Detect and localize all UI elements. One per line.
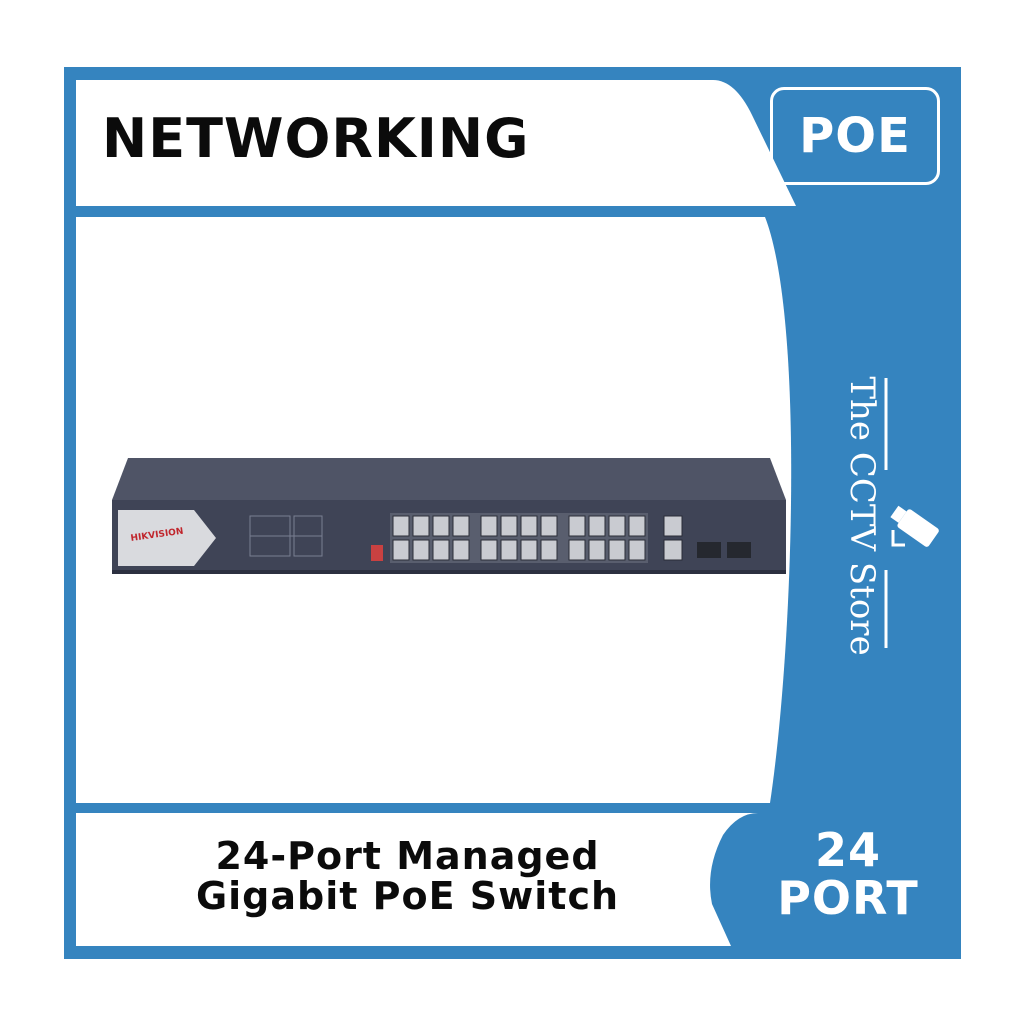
port-count: 24 (814, 823, 881, 877)
watermark-decor (884, 378, 939, 648)
port-label: PORT (777, 871, 919, 925)
poe-badge: POE (770, 87, 940, 185)
sfp-ports (697, 542, 751, 558)
product-name: 24-Port Managed Gigabit PoE Switch (150, 836, 665, 916)
page-title: NETWORKING (102, 107, 530, 170)
cctv-camera-icon (890, 505, 939, 547)
ethernet-ports (392, 515, 683, 561)
port-count-badge: 24 PORT (748, 826, 948, 922)
product-name-line1: 24-Port Managed (215, 834, 600, 878)
brand-logo: HIKVISION (130, 527, 184, 544)
product-name-line2: Gigabit PoE Switch (195, 874, 620, 918)
header-panel (76, 80, 796, 206)
footer-panel (76, 813, 758, 946)
network-switch-image (112, 458, 786, 574)
